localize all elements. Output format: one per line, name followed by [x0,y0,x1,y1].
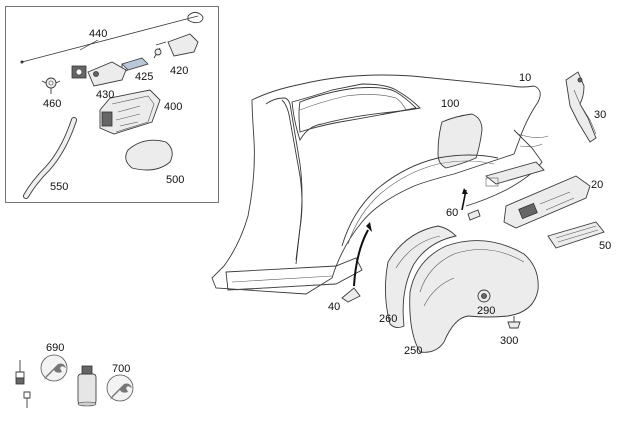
arrow-icon-60 [461,188,468,211]
part-290-grommet [477,289,491,303]
part-400-filler-housing [99,89,161,135]
label-440: 440 [89,28,107,40]
label-260: 260 [379,313,397,325]
fuel-filler-inset [5,6,219,203]
part-30-tail-light-bracket [565,71,597,143]
label-700: 700 [112,363,130,375]
label-40: 40 [328,301,340,313]
label-30: 30 [594,109,606,121]
part-260-wheel-arch-liner [385,225,457,329]
label-100: 100 [441,98,459,110]
label-50: 50 [599,240,611,252]
label-550: 550 [50,181,68,193]
part-20-rear-panel [503,175,591,229]
part-550-drain-hose [23,117,77,199]
label-20: 20 [591,179,603,191]
part-300-expansion-clip [507,316,521,329]
callout-labels: 440 460 430 425 420 400 550 500 10 100 3… [43,28,611,375]
part-430-housing-element [71,61,127,87]
arrow-icon-40 [353,222,372,287]
part-460-clip [41,77,61,94]
part-50-tail-light [547,221,605,249]
part-420-actuator [153,33,199,59]
part-690-bolt-kit [15,354,68,408]
part-500-fuel-flap [125,139,173,171]
label-250: 250 [404,345,422,357]
label-460: 460 [43,98,61,110]
label-430: 430 [96,89,114,101]
label-420: 420 [170,65,188,77]
label-60: 60 [446,207,458,219]
label-400: 400 [164,101,182,113]
part-60-cover [467,209,481,221]
label-500: 500 [166,174,184,186]
part-700-adhesive [77,365,134,407]
label-290: 290 [477,305,495,317]
rear-side-panel [211,74,549,295]
label-425: 425 [135,71,153,83]
label-10: 10 [519,72,531,84]
part-40-seal-cover [341,287,361,303]
label-300: 300 [500,335,518,347]
label-690: 690 [46,342,64,354]
part-250-wheel-housing [409,240,539,353]
part-440-release-cable [20,11,204,64]
